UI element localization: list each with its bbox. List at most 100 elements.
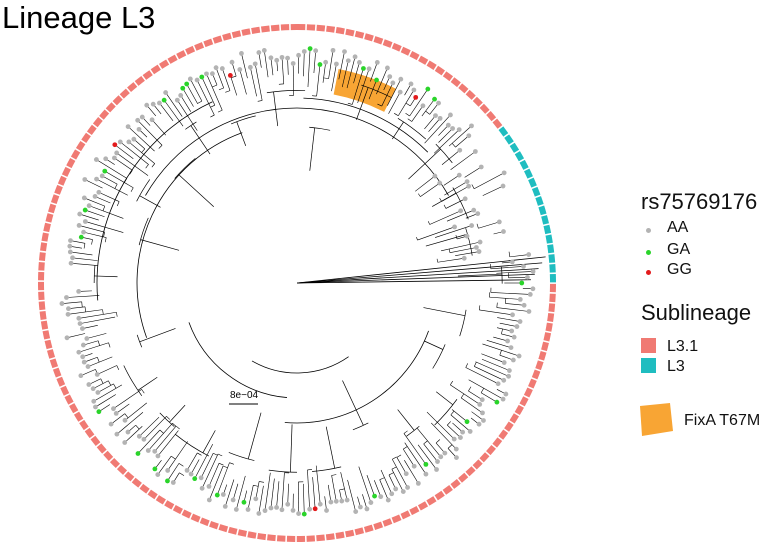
tip-marker: [527, 292, 533, 297]
legend-ga-dot: [646, 250, 651, 255]
tip-marker: [413, 94, 419, 100]
tip-marker: [385, 497, 391, 503]
tip-marker: [477, 239, 483, 245]
tip-marker: [233, 507, 239, 512]
tip-marker: [268, 505, 274, 511]
tip-marker: [453, 446, 459, 452]
tip-marker: [333, 498, 339, 504]
tip-marker: [67, 243, 73, 249]
tip-marker: [220, 492, 226, 497]
tip-marker: [374, 59, 380, 65]
tip-marker: [496, 219, 502, 225]
legend-fixa-label: FixA T67M: [684, 412, 761, 429]
tip-marker: [68, 238, 73, 244]
tip-marker: [213, 65, 219, 71]
tip-marker: [199, 74, 205, 80]
tip-marker: [457, 147, 463, 153]
tip-marker: [313, 48, 319, 54]
tip-marker: [437, 115, 443, 121]
tip-marker: [464, 419, 470, 425]
tip-marker: [76, 315, 82, 321]
tip-marker: [403, 471, 409, 477]
tip-marker: [67, 249, 73, 255]
tip-marker: [102, 168, 108, 174]
tip-marker: [364, 506, 370, 512]
tip-marker: [96, 189, 102, 195]
page-title: Lineage L3: [2, 0, 156, 35]
tip-marker: [357, 60, 362, 65]
tip-marker: [423, 471, 429, 477]
tip-marker: [210, 71, 215, 77]
tip-marker: [317, 501, 323, 507]
tip-marker: [530, 286, 536, 292]
tip-marker: [90, 386, 96, 392]
tip-marker: [509, 259, 515, 265]
tip-marker: [241, 499, 247, 505]
tip-marker: [469, 123, 474, 129]
tip-marker: [366, 66, 372, 72]
tip-marker: [420, 103, 426, 109]
tip-marker: [82, 207, 88, 213]
tip-marker: [464, 233, 470, 239]
tip-marker: [206, 497, 212, 503]
tip-marker: [477, 402, 483, 407]
tip-marker: [345, 58, 351, 64]
tree-branches: [63, 50, 546, 513]
tip-marker: [81, 195, 87, 201]
tip-marker: [525, 274, 530, 280]
tip-marker: [82, 219, 88, 224]
tip-marker: [64, 335, 70, 341]
tip-marker: [516, 353, 522, 359]
tip-marker: [92, 194, 98, 199]
tip-marker: [86, 382, 92, 387]
tip-marker: [135, 451, 141, 456]
tip-marker: [152, 466, 158, 472]
tip-marker: [126, 139, 132, 145]
tip-marker: [131, 136, 137, 142]
tip-marker: [296, 52, 301, 58]
tip-marker: [445, 122, 451, 128]
tip-marker: [141, 436, 147, 442]
tip-marker: [192, 476, 198, 482]
tip-marker: [374, 77, 379, 83]
tip-marker: [163, 90, 169, 95]
tip-marker: [290, 61, 296, 66]
tip-marker: [400, 489, 406, 495]
tip-marker: [307, 506, 313, 512]
tip-marker: [117, 139, 123, 145]
tip-marker: [352, 54, 358, 60]
tip-marker: [432, 96, 437, 102]
tip-marker: [112, 142, 118, 148]
tip-marker: [279, 54, 285, 60]
tip-marker: [411, 87, 417, 93]
tip-marker: [505, 338, 510, 344]
tip-marker: [165, 468, 171, 473]
fixa-highlight-region: [333, 69, 396, 112]
tip-marker: [397, 89, 403, 95]
tip-marker: [227, 73, 233, 78]
tip-marker: [93, 157, 99, 162]
tip-marker: [458, 208, 464, 214]
tip-marker: [184, 467, 190, 473]
tip-marker: [253, 496, 259, 502]
tip-marker: [204, 71, 209, 77]
tip-marker: [435, 459, 440, 464]
tip-marker: [230, 497, 236, 503]
tip-marker: [135, 117, 141, 123]
tip-marker: [65, 311, 71, 317]
legend-aa-label: AA: [667, 219, 689, 236]
tip-markers: [59, 46, 536, 517]
tip-marker: [462, 196, 468, 202]
tip-marker: [219, 66, 225, 71]
legend-aa-dot: [646, 228, 651, 233]
tip-marker: [184, 81, 190, 87]
legend-gg-dot: [646, 270, 651, 275]
tip-marker: [508, 345, 514, 351]
tip-marker: [506, 373, 511, 379]
tip-marker: [93, 404, 98, 410]
tip-marker: [434, 467, 439, 472]
tip-marker: [174, 97, 180, 103]
tip-marker: [312, 506, 318, 512]
tip-marker: [99, 173, 105, 179]
